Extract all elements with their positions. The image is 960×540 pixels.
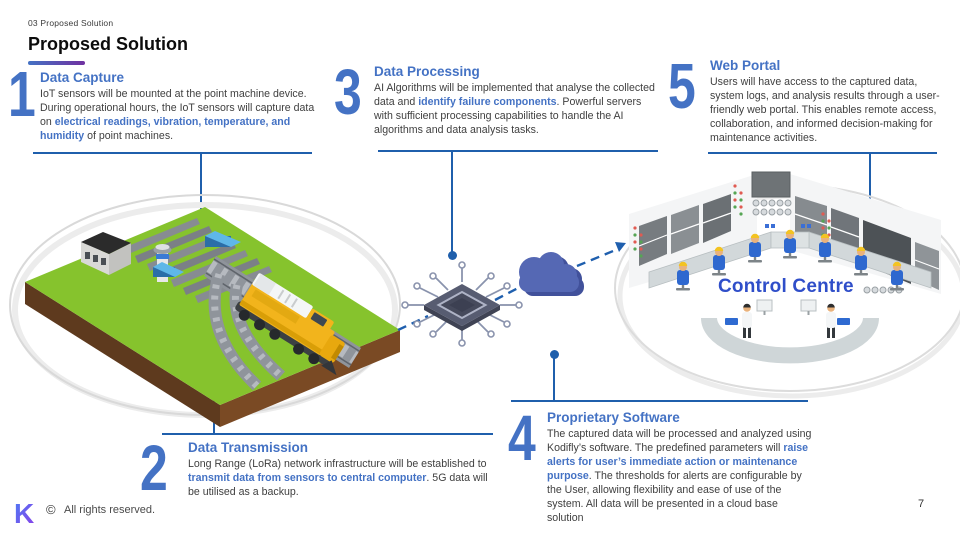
logo-letter: K (14, 498, 34, 529)
highlighted-text: electrical readings, vibration, temperat… (40, 116, 291, 143)
data-flow-graphic (397, 242, 626, 347)
body-text: Users will have access to the captured d… (710, 76, 940, 145)
step-heading-data-capture: Data Capture (40, 70, 125, 85)
step-number-1: 1 (8, 58, 36, 130)
step-body-data-processing: AI Algorithms will be implemented that a… (374, 81, 659, 137)
seated-operators (676, 229, 904, 291)
page-title: Proposed Solution (28, 34, 188, 54)
step-5-underline (708, 152, 937, 154)
step-4-connector-dot (549, 349, 559, 359)
body-text: . Powerful servers with sufficient proce… (374, 96, 642, 137)
body-text: . 5G data will be utilised as a backup. (188, 472, 488, 499)
standing-operators (742, 303, 836, 338)
step-1-underline (33, 152, 312, 154)
train-yard-illustration (9, 194, 401, 427)
branch-tracks (208, 272, 285, 391)
flow-arrowhead-icon (615, 242, 626, 252)
step-number-3: 3 (334, 56, 362, 128)
step-3-underline (378, 150, 658, 152)
body-text: . The thresholds for alerts are configur… (547, 470, 802, 525)
dial-gauges (752, 199, 903, 294)
body-text: AI Algorithms will be implemented that a… (374, 82, 655, 109)
iot-sensor-boxes (153, 231, 241, 277)
rights-reserved-text: All rights reserved. (64, 504, 156, 516)
step-heading-data-processing: Data Processing (374, 64, 480, 79)
step-heading-data-transmission: Data Transmission (188, 440, 309, 455)
dashed-flow-lines (397, 247, 619, 332)
step-body-web-portal: Users will have access to the captured d… (710, 75, 946, 145)
cloud-icon (519, 252, 584, 296)
station-building (81, 232, 131, 275)
step-heading-web-portal: Web Portal (710, 58, 781, 73)
page-number: 7 (918, 498, 925, 510)
step-2-underline (162, 433, 493, 435)
control-centre-label: Control Centre (718, 276, 854, 297)
body-text: of point machines. (84, 130, 174, 143)
highlighted-text: transmit data from sensors to central co… (188, 472, 427, 485)
highlighted-text: identify failure components (418, 96, 557, 109)
step-5-connector-line (869, 152, 871, 207)
step-1-connector-line (200, 152, 202, 219)
highlighted-text: raise alerts for user’s immediate action… (547, 442, 809, 483)
step-body-proprietary-software: The captured data will be processed and … (547, 427, 815, 526)
step-number-4: 4 (508, 402, 536, 474)
body-text: The captured data will be processed and … (547, 428, 812, 455)
step-number-2: 2 (140, 432, 168, 504)
title-accent-rule (28, 61, 85, 65)
control-centre-illustration (614, 171, 960, 399)
step-4-connector-line (553, 356, 555, 400)
locomotive (235, 273, 345, 376)
cpu-chip-icon (401, 261, 523, 347)
body-text: IoT sensors will be mounted at the point… (40, 88, 315, 129)
copyright-icon: © (46, 502, 56, 517)
step-3-connector-dot (447, 250, 457, 260)
step-body-data-transmission: Long Range (LoRa) network infrastructure… (188, 457, 493, 499)
step-heading-proprietary-software: Proprietary Software (547, 410, 680, 425)
step-number-5: 5 (668, 50, 696, 122)
central-curved-desk (701, 299, 879, 364)
status-led-dots (633, 184, 831, 258)
breadcrumb-kicker: 03 Proposed Solution (28, 18, 114, 28)
step-4-underline (511, 400, 808, 402)
body-text: Long Range (LoRa) network infrastructure… (188, 458, 487, 470)
kodifly-logo-icon: K (14, 498, 34, 529)
step-3-connector-line (451, 150, 453, 253)
desk-monitors (725, 299, 850, 325)
step-body-data-capture: IoT sensors will be mounted at the point… (40, 87, 315, 143)
